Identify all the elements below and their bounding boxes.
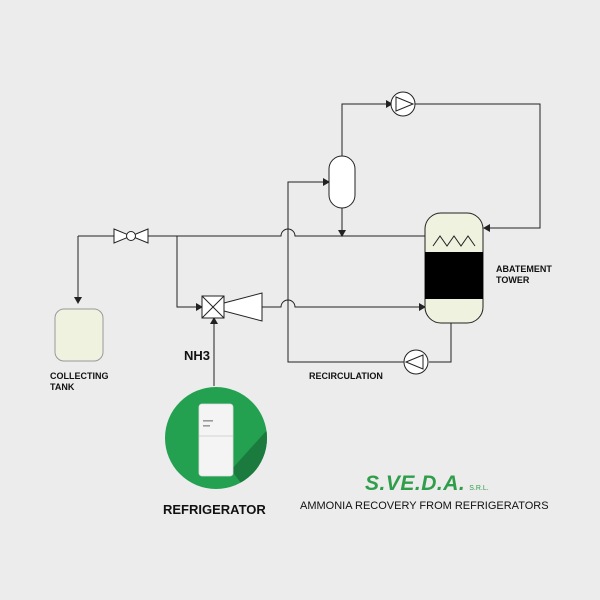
- refrigerator-icon: [198, 403, 234, 477]
- pump-icon: [390, 91, 416, 117]
- ejector-outlet-line: [262, 299, 426, 311]
- logo-tagline: AMMONIA RECOVERY FROM REFRIGERATORS: [300, 500, 549, 512]
- piping: [74, 100, 541, 386]
- logo-name: S.VE.D.A.: [365, 472, 466, 495]
- refrigerator-label: REFRIGERATOR: [163, 502, 266, 517]
- abatement-tower: [424, 212, 484, 324]
- abatement-tower-label: ABATEMENT TOWER: [496, 264, 552, 285]
- logo-suffix: S.R.L.: [469, 485, 489, 492]
- refrigerator-badge: [165, 387, 267, 489]
- recirculation-label: RECIRCULATION: [309, 371, 383, 381]
- valve-icon: [113, 228, 149, 244]
- ejector-icon: [201, 292, 263, 322]
- collecting-tank-label: COLLECTING TANK: [50, 371, 109, 392]
- separator-vessel: [328, 155, 356, 209]
- spray-nozzle-icon: [432, 235, 476, 247]
- top-pump-line: [341, 103, 541, 228]
- recirculation-line: [287, 182, 452, 363]
- recirculation-pump-icon: [403, 349, 429, 375]
- company-logo: S.VE.D.A.S.R.L.: [365, 472, 489, 496]
- collecting-tank: [54, 308, 104, 362]
- nh3-label: NH3: [184, 348, 211, 363]
- mixer-branch-line: [176, 236, 203, 311]
